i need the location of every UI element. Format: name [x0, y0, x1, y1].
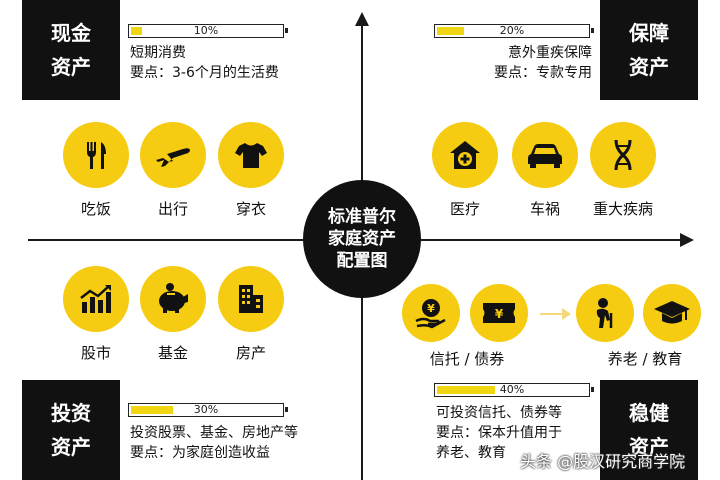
svg-text:¥: ¥ — [427, 302, 435, 315]
investment-progress-fill — [131, 406, 174, 414]
investment-key-point: 要点：为家庭创造收益 — [130, 445, 270, 461]
stable-progress-bar: 40% — [434, 383, 594, 397]
stock-chart-icon — [63, 266, 129, 332]
stable-percent: 40% — [499, 383, 525, 396]
investment-item-label: 基金 — [157, 344, 188, 362]
cash-item-label: 吃饭 — [80, 200, 111, 218]
protection-percent: 20% — [499, 24, 525, 37]
stable-label-right: 养老 / 教育 — [607, 350, 683, 368]
investment-desc: 投资股票、基金、房地产等 — [130, 425, 298, 441]
center-title-line3: 配置图 — [336, 251, 388, 271]
airplane-icon — [140, 122, 206, 188]
cash-item-label: 穿衣 — [235, 200, 266, 218]
investment-item-label: 股市 — [80, 344, 111, 362]
cash-progress-bar: 10% — [128, 24, 288, 38]
protection-key-point: 要点：专款专用 — [494, 65, 592, 81]
flow-arrow — [540, 313, 564, 315]
utensils-icon — [63, 122, 129, 188]
cash-desc: 短期消费 — [130, 45, 186, 61]
center-title-line2: 家庭资产 — [328, 229, 396, 249]
vertical-axis-arrow — [355, 12, 369, 26]
stable-key-point: 要点：保本升值用于 — [436, 425, 562, 441]
watermark: 头条 @股汉研究商学院 — [520, 452, 686, 471]
shirt-icon — [218, 122, 284, 188]
medical-house-icon — [432, 122, 498, 188]
stable-desc: 可投资信托、债券等 — [436, 405, 562, 421]
center-title-circle: 标准普尔 家庭资产 配置图 — [303, 180, 421, 298]
yen-hand-icon: ¥ — [402, 284, 460, 342]
protection-item-label: 重大疾病 — [592, 200, 653, 218]
protection-progress-fill — [437, 27, 464, 35]
car-icon — [512, 122, 578, 188]
stable-label-left: 信托 / 债券 — [429, 350, 505, 368]
cash-percent: 10% — [193, 24, 219, 37]
stable-asset-title: 稳健 资产 — [600, 380, 698, 480]
investment-item-label: 房产 — [235, 344, 266, 362]
center-title-line1: 标准普尔 — [328, 207, 396, 227]
stable-progress-fill — [437, 386, 495, 394]
investment-percent: 30% — [193, 403, 219, 416]
graduation-cap-icon — [643, 284, 701, 342]
investment-asset-title: 投资 资产 — [22, 380, 120, 480]
stable-key-point-cont: 养老、教育 — [436, 445, 506, 461]
yen-ticket-icon: ¥ — [470, 284, 528, 342]
protection-item-label: 医疗 — [449, 200, 480, 218]
piggy-bank-icon — [140, 266, 206, 332]
protection-item-label: 车祸 — [529, 200, 560, 218]
protection-asset-title: 保障 资产 — [600, 0, 698, 100]
cash-asset-title: 现金 资产 — [22, 0, 120, 100]
cash-item-label: 出行 — [157, 200, 188, 218]
protection-progress-bar: 20% — [434, 24, 594, 38]
building-icon — [218, 266, 284, 332]
protection-desc: 意外重疾保障 — [508, 45, 592, 61]
cash-progress-fill — [131, 27, 143, 35]
svg-text:¥: ¥ — [495, 307, 504, 321]
dna-icon — [590, 122, 656, 188]
elderly-icon — [576, 284, 634, 342]
horizontal-axis-arrow — [680, 233, 694, 247]
flow-arrow-head — [562, 308, 571, 320]
cash-key-point: 要点：3-6个月的生活费 — [130, 65, 279, 81]
investment-progress-bar: 30% — [128, 403, 288, 417]
